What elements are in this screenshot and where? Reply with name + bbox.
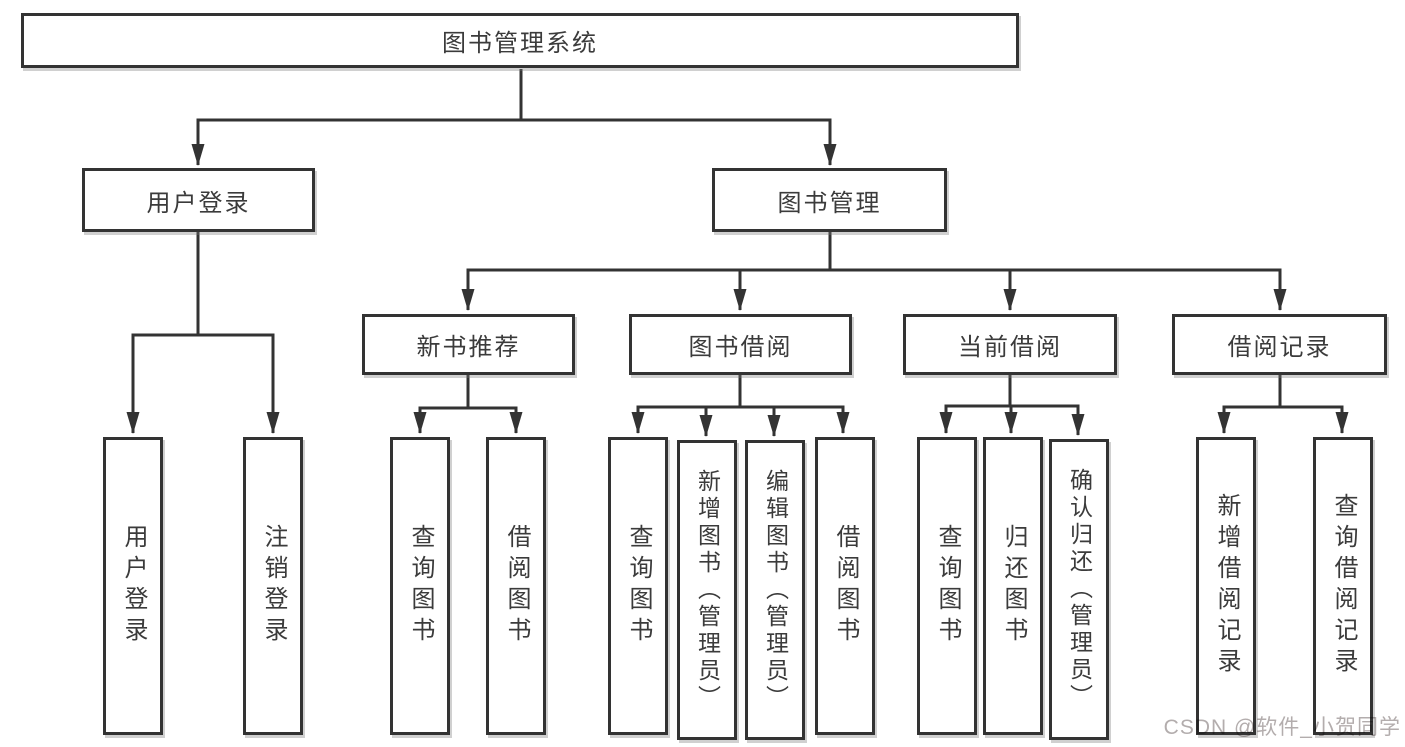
node-new-book-recommend: 新书推荐 xyxy=(362,314,575,375)
node-current-borrowing: 当前借阅 xyxy=(903,314,1117,375)
node-book-management: 图书管理 xyxy=(712,168,947,232)
node-label: 编辑图书（管理员） xyxy=(762,468,789,712)
node-leaf-query-books: 查询图书 xyxy=(390,437,450,735)
node-label: 图书管理 xyxy=(777,189,882,217)
node-label: 查询图书 xyxy=(934,524,961,648)
node-book-borrowing: 图书借阅 xyxy=(629,314,852,375)
node-label: 新增借阅记录 xyxy=(1213,493,1240,679)
node-leaf-edit-books-admin: 编辑图书（管理员） xyxy=(745,440,805,740)
node-leaf-borrow-books: 借阅图书 xyxy=(486,437,546,735)
node-label: 查询图书 xyxy=(407,524,434,648)
node-label: 图书管理系统 xyxy=(442,30,598,57)
node-label: 图书借阅 xyxy=(688,334,793,361)
node-label: 查询借阅记录 xyxy=(1330,493,1357,679)
node-label: 归还图书 xyxy=(1000,524,1027,648)
node-label: 新增图书（管理员） xyxy=(694,468,721,712)
node-leaf-logout: 注销登录 xyxy=(243,437,303,735)
node-user-login: 用户登录 xyxy=(82,168,315,232)
node-leaf-borrow-books: 借阅图书 xyxy=(815,437,875,735)
node-label: 用户登录 xyxy=(146,189,251,217)
node-library-management-system: 图书管理系统 xyxy=(21,13,1019,68)
node-leaf-add-borrow-record: 新增借阅记录 xyxy=(1196,437,1256,735)
node-label: 借阅记录 xyxy=(1227,334,1332,361)
node-leaf-query-books: 查询图书 xyxy=(608,437,668,735)
node-label: 注销登录 xyxy=(260,524,287,648)
tree-arrow-lines xyxy=(126,120,1349,437)
tree-elbow-lines xyxy=(131,69,1344,410)
node-label: 确认归还（管理员） xyxy=(1066,468,1093,711)
node-label: 当前借阅 xyxy=(958,334,1062,361)
node-leaf-query-borrow-record: 查询借阅记录 xyxy=(1313,437,1373,735)
node-leaf-add-books-admin: 新增图书（管理员） xyxy=(677,440,737,740)
node-leaf-confirm-return-admin: 确认归还（管理员） xyxy=(1049,439,1109,740)
node-leaf-query-books: 查询图书 xyxy=(917,437,977,735)
node-borrowing-records: 借阅记录 xyxy=(1172,314,1387,375)
node-leaf-user-login: 用户登录 xyxy=(103,437,163,735)
node-label: 借阅图书 xyxy=(503,524,530,648)
node-label: 新书推荐 xyxy=(416,334,521,361)
node-leaf-return-books: 归还图书 xyxy=(983,437,1043,735)
node-label: 用户登录 xyxy=(120,524,147,648)
node-label: 借阅图书 xyxy=(832,524,859,648)
node-label: 查询图书 xyxy=(625,524,652,648)
